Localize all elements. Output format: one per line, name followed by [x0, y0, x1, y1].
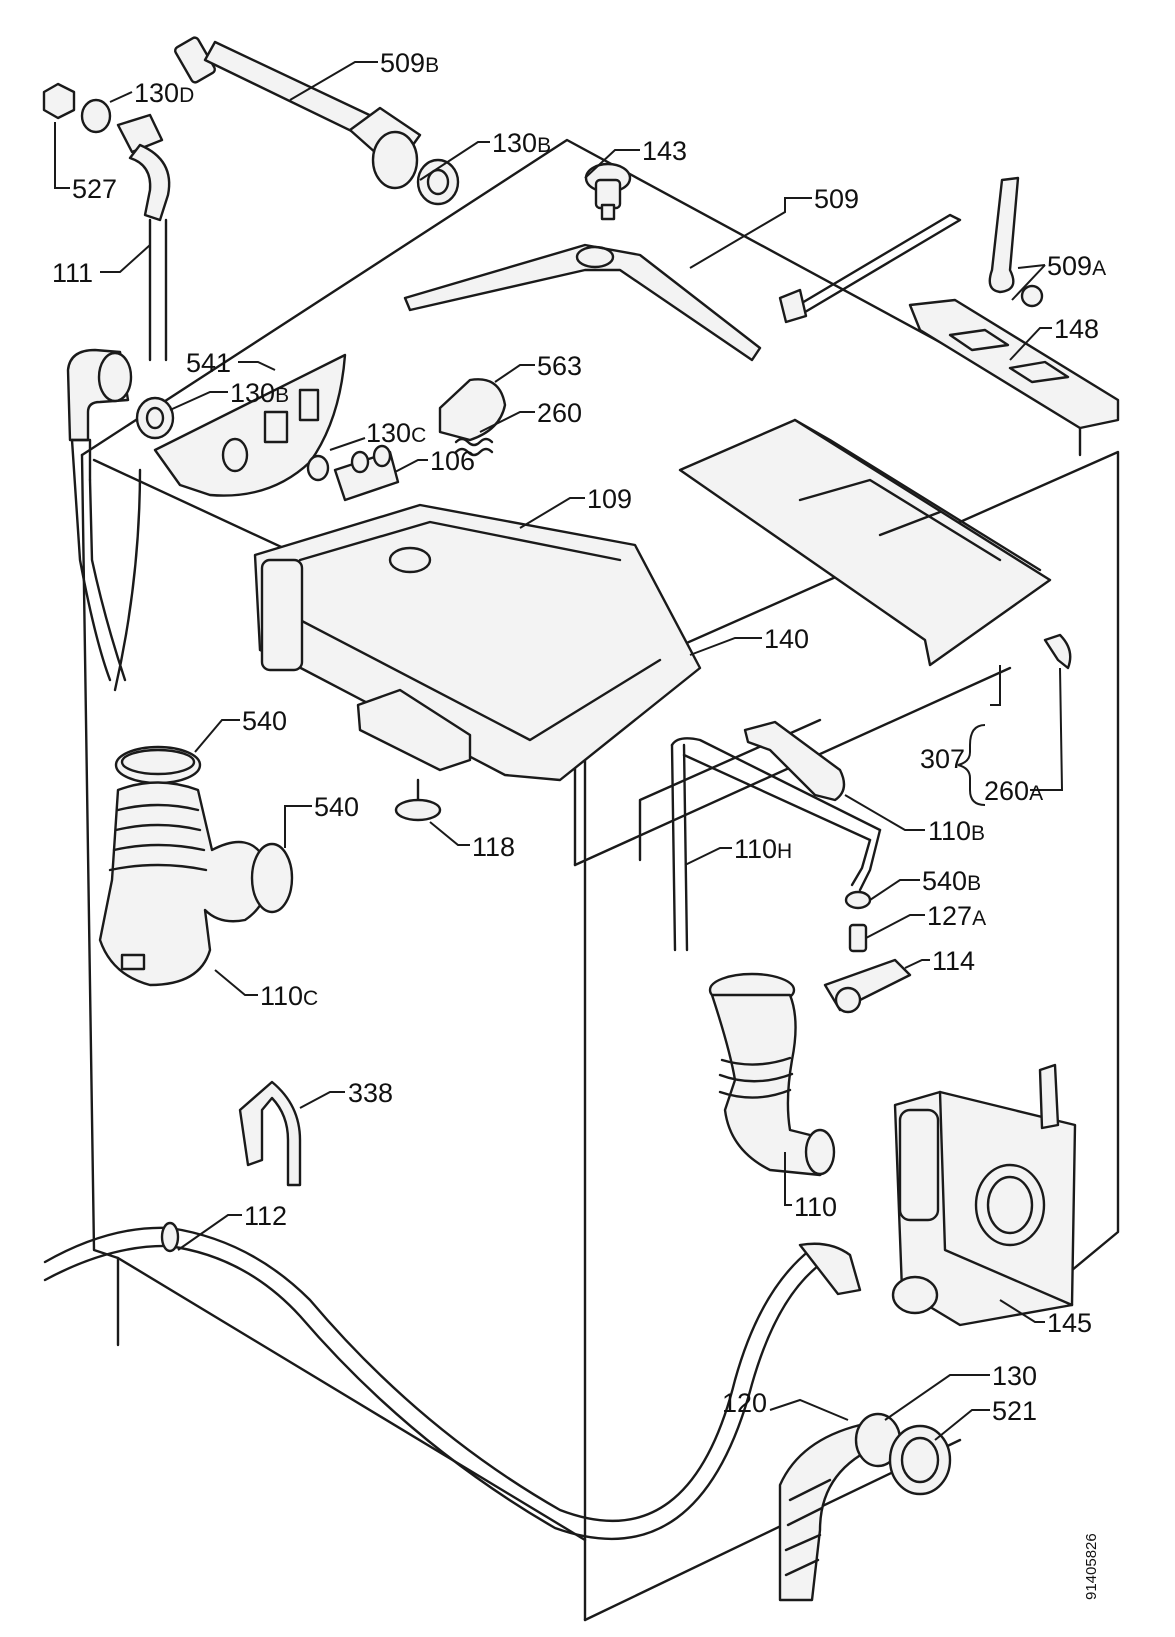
knob-143 — [584, 162, 632, 221]
clamp-540-side — [250, 842, 294, 914]
label-541: 541 — [186, 348, 231, 378]
inlet-hose-elbow-left — [66, 348, 142, 692]
detergent-drawer-307 — [678, 418, 1052, 667]
hose-110b — [743, 720, 846, 802]
nut-130b-mid — [135, 396, 175, 440]
label-110h: 110H — [734, 834, 792, 864]
document-number: 91405826 — [1083, 1533, 1100, 1600]
bellows-110c — [98, 781, 269, 987]
label-143: 143 — [642, 136, 687, 166]
label-114: 114 — [932, 946, 975, 976]
label-111: 111 — [52, 258, 93, 288]
pressure-switch-114 — [823, 958, 912, 1014]
nozzle-118 — [394, 778, 442, 822]
label-260a: 260A — [984, 776, 1043, 806]
label-112: 112 — [244, 1201, 287, 1231]
inlet-hose-111 — [148, 218, 168, 362]
part-labels: 509B 130D 130B 143 527 509 509A 111 148 … — [52, 48, 1106, 1426]
clip-260a — [1043, 633, 1072, 670]
label-120: 120 — [722, 1388, 767, 1418]
label-260: 260 — [537, 398, 582, 428]
label-106: 106 — [430, 446, 475, 476]
label-540-top: 540 — [242, 706, 287, 736]
label-307: 307 — [920, 744, 965, 774]
lever-509a — [988, 176, 1044, 308]
label-509: 509 — [814, 184, 859, 214]
label-527: 527 — [72, 174, 117, 204]
clamp-540-top — [114, 745, 202, 785]
label-110c: 110C — [260, 981, 318, 1011]
nut-130c — [306, 454, 330, 482]
label-509a: 509A — [1047, 251, 1106, 281]
label-118: 118 — [472, 832, 515, 862]
inlet-valve-assembly-509b — [174, 36, 460, 206]
bellows-110 — [708, 972, 836, 1177]
fitting-127a — [848, 923, 868, 953]
cam-563 — [438, 378, 507, 442]
valve-106 — [333, 444, 400, 502]
hose-110h — [670, 737, 882, 952]
brace-307 — [957, 724, 986, 806]
label-130d: 130D — [134, 78, 194, 108]
label-145: 145 — [1047, 1308, 1092, 1338]
spring-260 — [454, 437, 494, 457]
label-563: 563 — [537, 351, 582, 381]
inlet-hose-top-fittings — [42, 82, 171, 222]
label-130b-top: 130B — [492, 128, 551, 158]
pump-housing-145 — [891, 1063, 1077, 1327]
clamp-540b — [844, 890, 872, 910]
hose-guide-338 — [238, 1080, 302, 1187]
label-338: 338 — [348, 1078, 393, 1108]
dispenser-housing-109 — [253, 503, 702, 782]
label-109: 109 — [587, 484, 632, 514]
label-110: 110 — [794, 1192, 837, 1222]
drain-hose-112 — [43, 1221, 862, 1541]
lever-509 — [403, 213, 962, 362]
label-130b-mid: 130B — [230, 378, 289, 408]
leader-lines — [54, 61, 1064, 1441]
label-540b: 540B — [922, 866, 981, 896]
label-509b: 509B — [380, 48, 439, 78]
label-110b: 110B — [928, 816, 985, 846]
label-148: 148 — [1054, 314, 1099, 344]
label-127a: 127A — [927, 901, 986, 931]
tray-148 — [908, 298, 1120, 430]
label-540-side: 540 — [314, 792, 359, 822]
label-130: 130 — [992, 1361, 1037, 1391]
label-130c: 130C — [366, 418, 426, 448]
cap-521 — [888, 1424, 952, 1496]
label-140: 140 — [764, 624, 809, 654]
label-521: 521 — [992, 1396, 1037, 1426]
